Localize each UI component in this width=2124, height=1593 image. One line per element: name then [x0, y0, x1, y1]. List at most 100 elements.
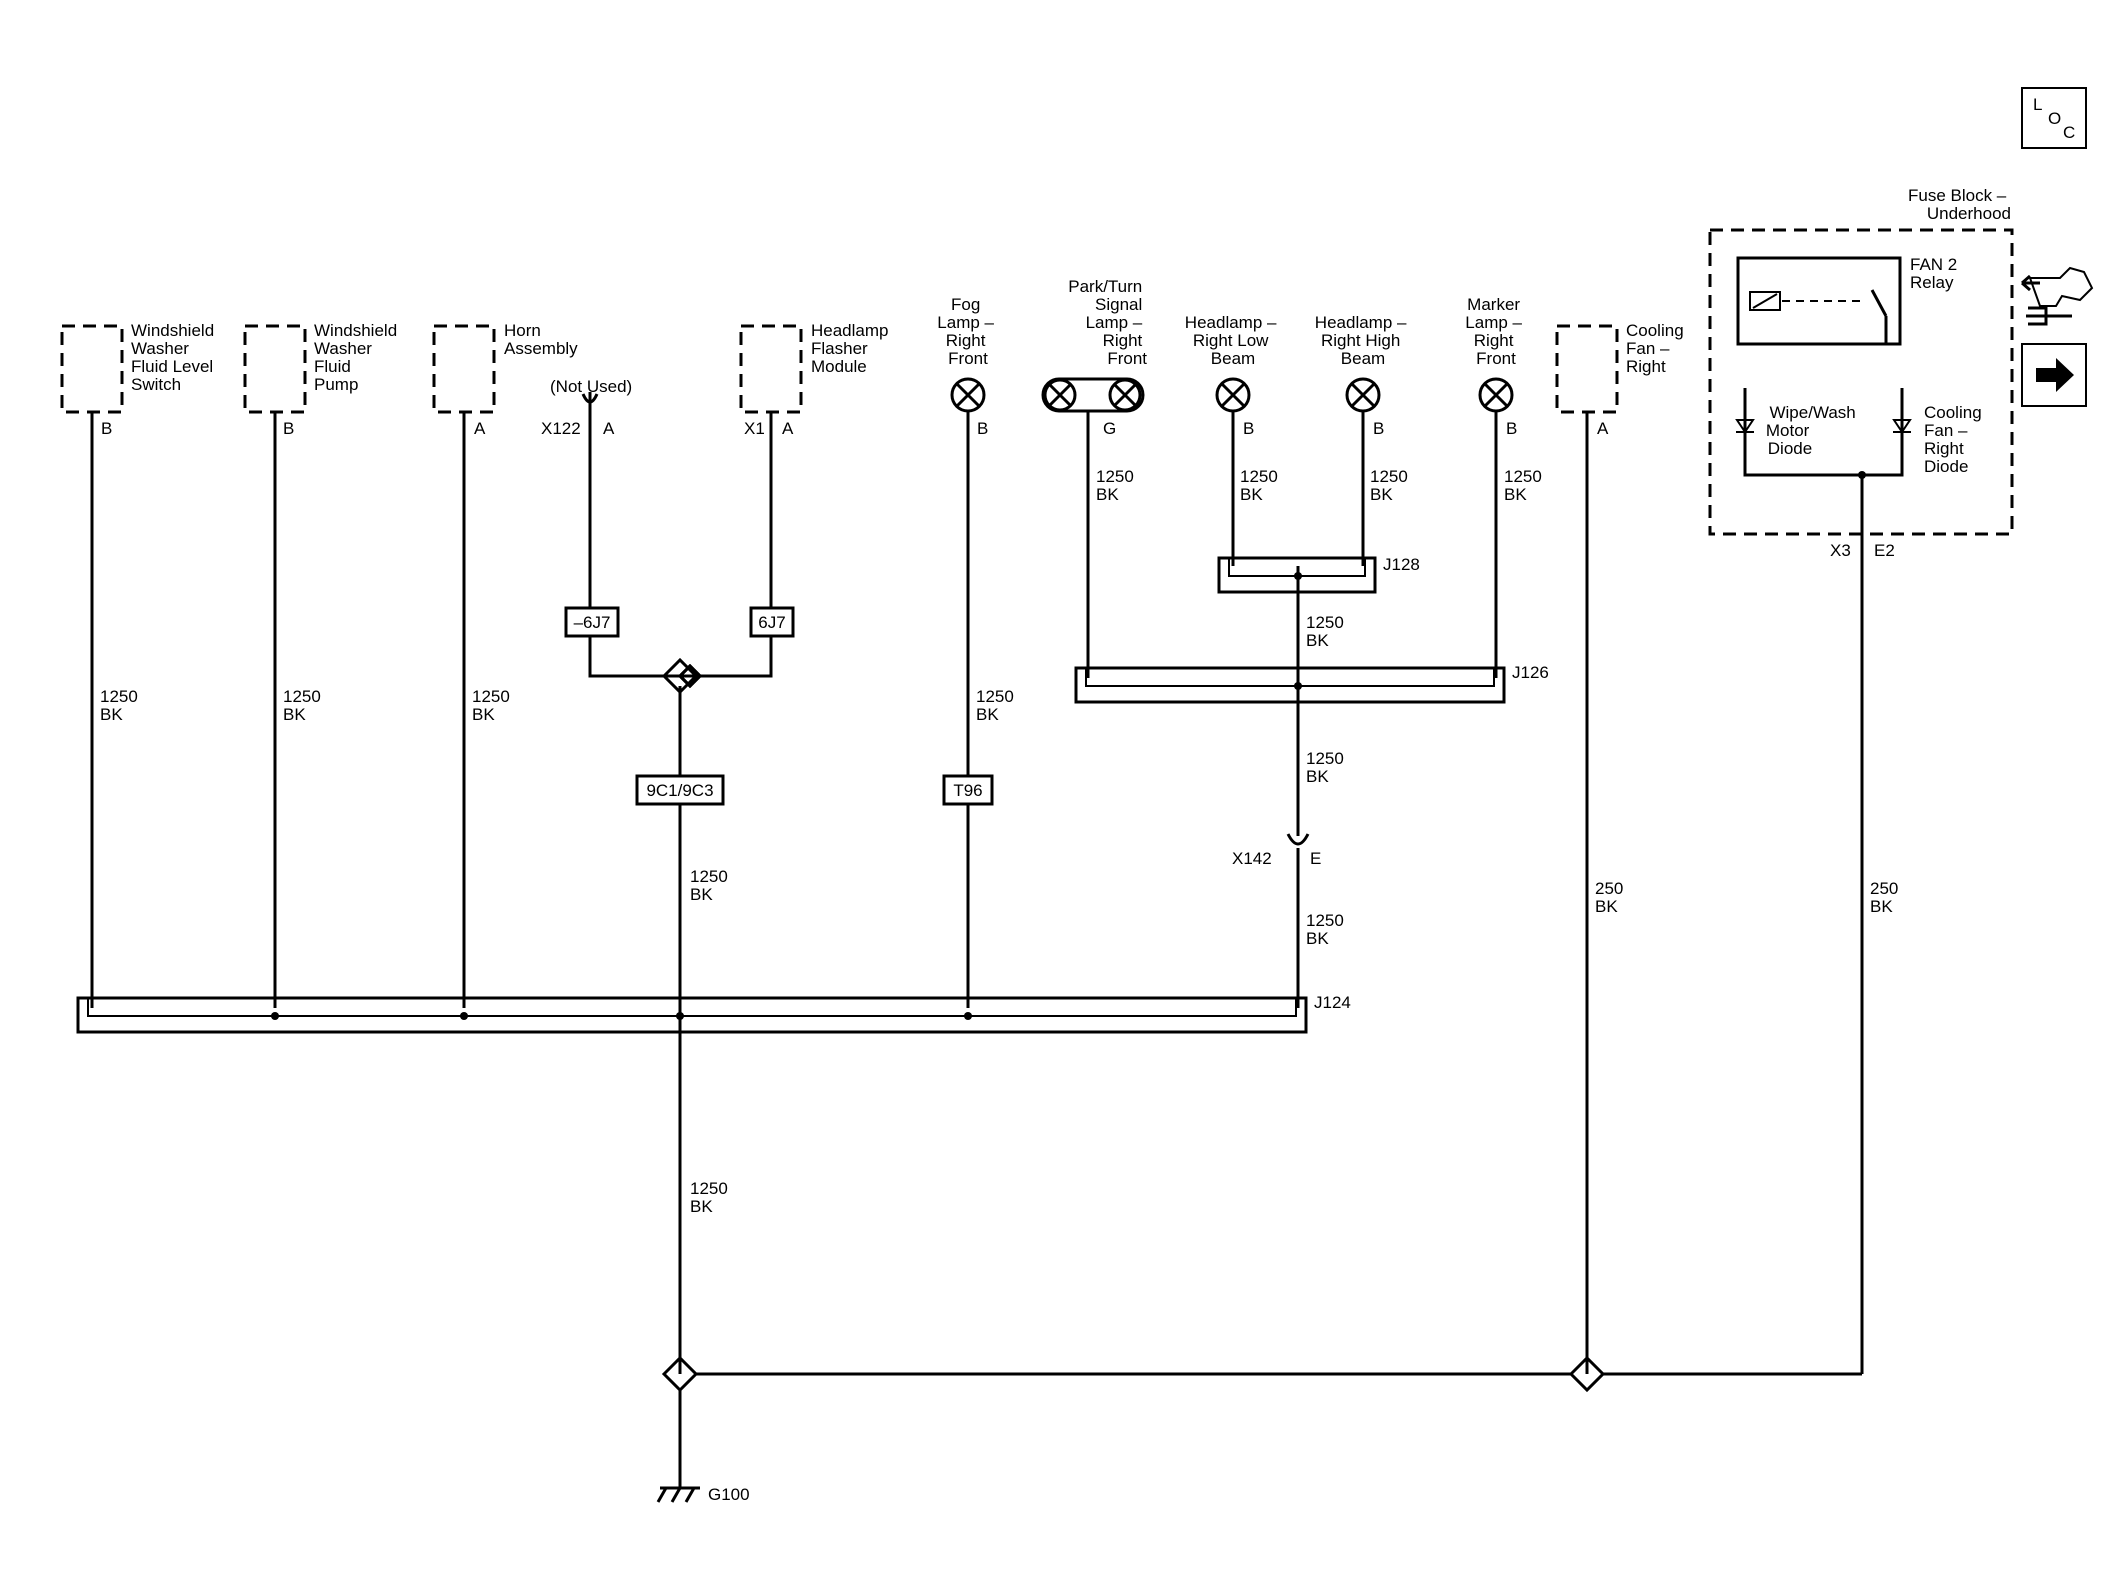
j124-splice	[76, 996, 1308, 1034]
engine-connector-icon[interactable]	[2021, 266, 2094, 326]
x122-connector	[581, 393, 599, 404]
svg-text:250: 250	[1870, 879, 1898, 898]
svg-text:1250: 1250	[1096, 467, 1134, 486]
svg-text:1250: 1250	[1306, 911, 1344, 930]
wires	[90, 392, 1864, 1488]
svg-text:1250: 1250	[690, 1179, 728, 1198]
j124-label: J124	[1314, 993, 1351, 1012]
washer-pump-pin: B	[283, 419, 294, 438]
fog-lamp-symbol	[950, 377, 986, 413]
fan2-relay	[1736, 256, 1902, 346]
flasher-connector: X1	[744, 419, 765, 438]
svg-text:1250: 1250	[1370, 467, 1408, 486]
marker-lamp-label: Marker Lamp – Right Front	[1465, 295, 1526, 368]
svg-text:BK: BK	[1370, 485, 1393, 504]
ground-label: G100	[708, 1485, 750, 1504]
svg-text:BK: BK	[1870, 897, 1893, 916]
svg-text:250: 250	[1595, 879, 1623, 898]
svg-text:BK: BK	[1240, 485, 1263, 504]
splice-diamond-top	[661, 657, 699, 695]
low-beam-label: Headlamp – Right Low Beam	[1185, 313, 1281, 368]
fuse-block-pin: E2	[1874, 541, 1895, 560]
svg-text:O: O	[2048, 109, 2061, 128]
marker-lamp-symbol	[1478, 377, 1514, 413]
washer-level-switch-box	[60, 324, 124, 414]
svg-text:BK: BK	[976, 705, 999, 724]
park-turn-lamp-symbol	[1041, 377, 1145, 413]
splice-diamond-fan	[1568, 1355, 1606, 1393]
horn-not-used-note: (Not Used)	[550, 377, 632, 396]
low-beam-lamp-symbol	[1215, 377, 1251, 413]
svg-text:9C1/9C3: 9C1/9C3	[646, 781, 713, 800]
svg-text:1250: 1250	[100, 687, 138, 706]
svg-text:1250: 1250	[976, 687, 1014, 706]
horn-pin: A	[474, 419, 486, 438]
svg-text:BK: BK	[1595, 897, 1618, 916]
svg-text:T96: T96	[953, 781, 982, 800]
horn-connector-pin: A	[603, 419, 615, 438]
svg-text:1250: 1250	[283, 687, 321, 706]
horn-connector-name: X122	[541, 419, 581, 438]
svg-text:BK: BK	[1504, 485, 1527, 504]
ref-6j7-left[interactable]: –6J7	[564, 606, 620, 638]
svg-text:C: C	[2063, 123, 2075, 142]
ref-9c1-9c3[interactable]: 9C1/9C3	[635, 774, 725, 806]
washer-pump-label: Windshield Washer Fluid Pump	[314, 321, 402, 394]
fan-diode-label: Cooling Fan – Right Diode	[1924, 403, 1986, 476]
svg-text:BK: BK	[690, 1197, 713, 1216]
wipe-diode-label: Wipe/Wash Motor Diode	[1766, 403, 1861, 458]
svg-text:1250: 1250	[690, 867, 728, 886]
x142-connector	[1286, 833, 1310, 846]
svg-text:1250: 1250	[1240, 467, 1278, 486]
cooling-fan-box	[1555, 324, 1619, 414]
high-beam-pin: B	[1373, 419, 1384, 438]
svg-text:1250: 1250	[1504, 467, 1542, 486]
fan2-relay-label: FAN 2 Relay	[1910, 255, 1962, 292]
next-arrow-icon[interactable]	[2021, 343, 2087, 407]
svg-text:BK: BK	[1306, 929, 1329, 948]
fuse-block-connector: X3	[1830, 541, 1851, 560]
park-turn-lamp-pin: G	[1103, 419, 1116, 438]
marker-lamp-pin: B	[1506, 419, 1517, 438]
horn-label: Horn Assembly	[504, 321, 578, 358]
splice-diamond-ground	[661, 1355, 699, 1393]
low-beam-pin: B	[1243, 419, 1254, 438]
fog-lamp-pin: B	[977, 419, 988, 438]
flasher-pin: A	[782, 419, 794, 438]
j126-label: J126	[1512, 663, 1549, 682]
washer-pump-box	[243, 324, 307, 414]
svg-text:1250: 1250	[1306, 749, 1344, 768]
svg-text:6J7: 6J7	[758, 613, 785, 632]
ref-t96[interactable]: T96	[942, 774, 994, 806]
washer-level-switch-pin: B	[101, 419, 112, 438]
diode-circuit	[1735, 388, 1912, 477]
svg-text:BK: BK	[472, 705, 495, 724]
svg-text:L: L	[2033, 95, 2042, 114]
fuse-block-label: Fuse Block – Underhood	[1908, 186, 2011, 223]
high-beam-label: Headlamp – Right High Beam	[1315, 313, 1411, 368]
cooling-fan-pin: A	[1597, 419, 1609, 438]
x142-name: X142	[1232, 849, 1272, 868]
x142-pin: E	[1310, 849, 1321, 868]
horn-box	[432, 324, 496, 414]
svg-text:BK: BK	[1306, 631, 1329, 650]
j128-label: J128	[1383, 555, 1420, 574]
svg-text:BK: BK	[1306, 767, 1329, 786]
flasher-box	[739, 324, 803, 414]
svg-text:BK: BK	[283, 705, 306, 724]
svg-text:BK: BK	[690, 885, 713, 904]
svg-text:BK: BK	[100, 705, 123, 724]
flasher-label: Headlamp Flasher Module	[811, 321, 893, 376]
ref-6j7-right[interactable]: 6J7	[749, 606, 795, 638]
park-turn-lamp-label: Park/Turn Signal Lamp – Right Front	[1068, 277, 1147, 368]
cooling-fan-label: Cooling Fan – Right	[1626, 321, 1688, 376]
fog-lamp-label: Fog Lamp – Right Front	[937, 295, 998, 368]
high-beam-lamp-symbol	[1345, 377, 1381, 413]
washer-level-switch-label: Windshield Washer Fluid Level Switch	[131, 321, 219, 394]
loc-icon[interactable]: L O C	[2021, 87, 2087, 149]
ground-symbol	[656, 1486, 700, 1503]
svg-text:–6J7: –6J7	[574, 613, 611, 632]
svg-text:1250: 1250	[472, 687, 510, 706]
